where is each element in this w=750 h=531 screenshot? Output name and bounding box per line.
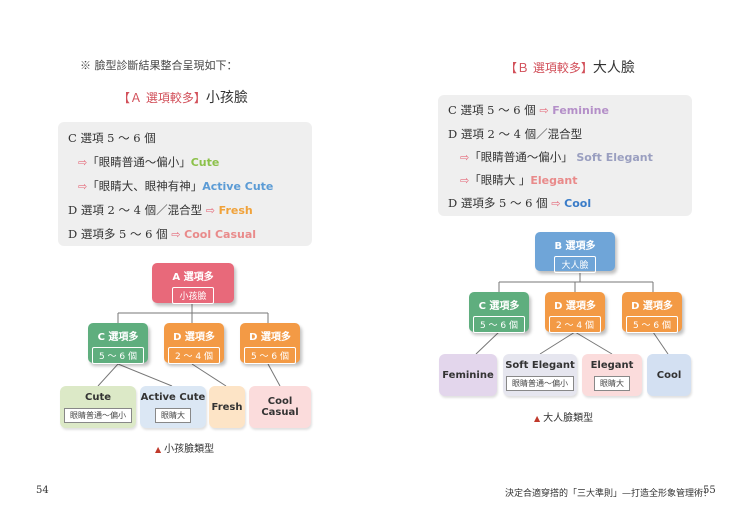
left-line-4: D 選項 2 ～ 4 個／混合型 ⇨ Fresh bbox=[68, 203, 253, 217]
right-line-3: ⇨「眼睛普通～偏小」 Soft Elegant bbox=[460, 150, 653, 164]
right-section-title: 【Ｂ 選項較多】大人臉 bbox=[505, 57, 635, 77]
intro-note: ※ 臉型診斷結果整合呈現如下： bbox=[80, 59, 238, 72]
right-page-number: 55 bbox=[703, 485, 716, 496]
right-leaf-elegant: Elegant 眼睛大 bbox=[582, 354, 642, 396]
caption-triangle-icon: ▲ bbox=[155, 445, 162, 454]
left-caption: ▲小孩臉類型 bbox=[155, 444, 215, 455]
right-leaf-feminine: Feminine bbox=[439, 354, 497, 396]
left-line-5: D 選項多 5 ～ 6 個 ⇨ Cool Casual bbox=[68, 227, 257, 241]
right-root-node: B 選項多 大人臉 bbox=[535, 232, 615, 273]
left-title-main: 小孩臉 bbox=[205, 90, 248, 106]
left-line-1: C 選項 5 ～ 6 個 bbox=[68, 131, 156, 145]
left-mid-node-3: D 選項多 5 ～ 6 個 bbox=[240, 323, 300, 364]
left-mid-node-2: D 選項多 2 ～ 4 個 bbox=[164, 323, 224, 364]
left-page-number: 54 bbox=[36, 485, 49, 496]
right-caption: ▲大人臉類型 bbox=[534, 413, 594, 424]
left-mid-node-1: C 選項多 5 ～ 6 個 bbox=[88, 323, 148, 364]
right-line-5: D 選項多 5 ～ 6 個 ⇨ Cool bbox=[448, 196, 592, 210]
left-leaf-cute: Cute 眼睛普通～偏小 bbox=[60, 386, 136, 428]
left-summary-box: C 選項 5 ～ 6 個 ⇨「眼睛普通～偏小」Cute ⇨「眼睛大、眼神有神」A… bbox=[58, 122, 312, 246]
right-line-1: C 選項 5 ～ 6 個 ⇨ Feminine bbox=[448, 103, 609, 117]
right-leaf-cool: Cool bbox=[647, 354, 691, 396]
left-leaf-cool-casual: Cool Casual bbox=[249, 386, 311, 428]
right-mid-node-1: C 選項多 5 ～ 6 個 bbox=[469, 292, 529, 333]
left-title-bracket: 【Ａ 選項較多】 bbox=[118, 91, 206, 105]
right-mid-node-3: D 選項多 5 ～ 6 個 bbox=[622, 292, 682, 333]
right-line-4: ⇨「眼睛大 」Elegant bbox=[460, 173, 578, 187]
left-line-3: ⇨「眼睛大、眼神有神」Active Cute bbox=[78, 179, 274, 193]
right-leaf-soft-elegant: Soft Elegant 眼睛普通～偏小 bbox=[503, 354, 577, 396]
left-leaf-active-cute: Active Cute 眼睛大 bbox=[140, 386, 206, 428]
left-line-2: ⇨「眼睛普通～偏小」Cute bbox=[78, 155, 220, 169]
left-section-title: 【Ａ 選項較多】小孩臉 bbox=[118, 87, 248, 107]
left-leaf-fresh: Fresh bbox=[209, 386, 245, 428]
right-mid-node-2: D 選項多 2 ～ 4 個 bbox=[545, 292, 605, 333]
right-running-footer: 決定合適穿搭的「三大準則」—打造全形象管理術！ bbox=[505, 489, 713, 499]
right-title-main: 大人臉 bbox=[592, 60, 635, 76]
right-title-bracket: 【Ｂ 選項較多】 bbox=[505, 61, 593, 75]
left-root-node: A 選項多 小孩臉 bbox=[152, 263, 234, 304]
right-line-2: D 選項 2 ～ 4 個／混合型 bbox=[448, 127, 583, 141]
caption-triangle-icon: ▲ bbox=[534, 414, 541, 423]
right-summary-box: C 選項 5 ～ 6 個 ⇨ Feminine D 選項 2 ～ 4 個／混合型… bbox=[438, 95, 692, 216]
